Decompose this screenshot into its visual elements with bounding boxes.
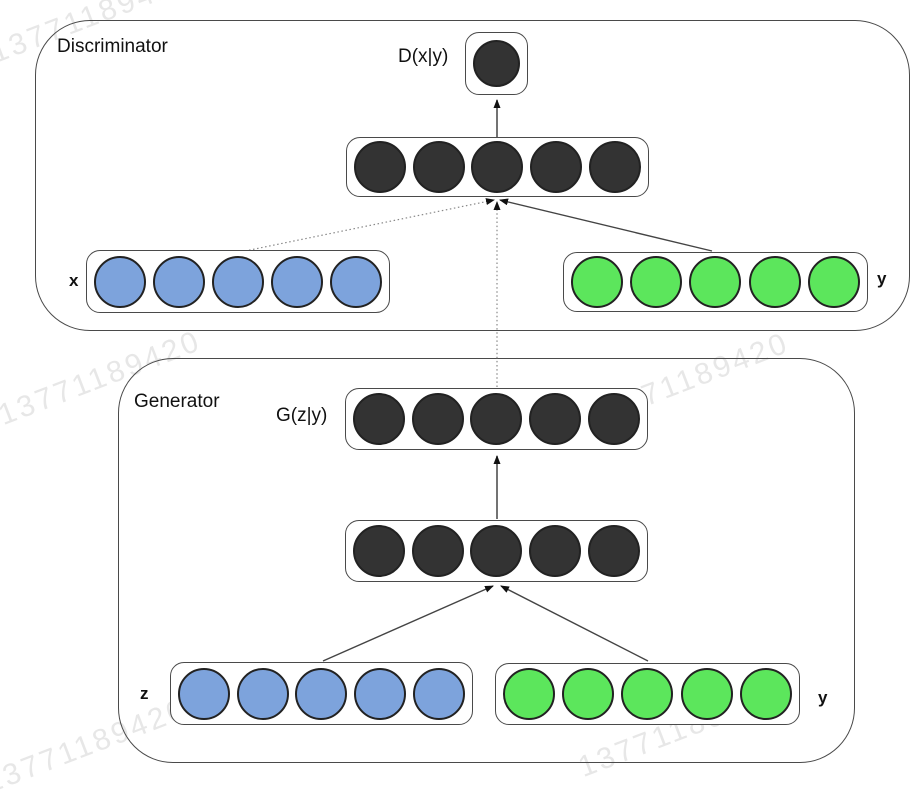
blue-neuron-node bbox=[236, 667, 289, 720]
blue-neuron-node bbox=[295, 667, 348, 720]
discriminator-input-x-layer bbox=[86, 250, 390, 313]
dark-neuron-node bbox=[530, 141, 583, 193]
green-neuron-node bbox=[571, 256, 624, 308]
generator-box bbox=[118, 358, 855, 763]
dark-neuron-node bbox=[411, 525, 464, 577]
dark-neuron-node bbox=[352, 393, 405, 445]
blue-neuron-node bbox=[177, 667, 230, 720]
blue-neuron-node bbox=[413, 667, 466, 720]
green-neuron-node bbox=[630, 256, 683, 308]
blue-neuron-node bbox=[212, 255, 264, 308]
dark-neuron-node bbox=[352, 525, 405, 577]
dark-neuron-node bbox=[529, 393, 582, 445]
discriminator-title: Discriminator bbox=[57, 36, 168, 57]
discriminator-output-node-box bbox=[465, 32, 528, 95]
blue-neuron-node bbox=[271, 255, 323, 308]
blue-neuron-node bbox=[354, 667, 407, 720]
dark-neuron-node bbox=[589, 141, 642, 193]
dark-neuron-node bbox=[411, 393, 464, 445]
blue-neuron-node bbox=[330, 255, 382, 308]
green-neuron-node bbox=[689, 256, 742, 308]
green-neuron-node bbox=[562, 668, 615, 720]
green-neuron-node bbox=[739, 668, 792, 720]
generator-input-y-layer bbox=[495, 663, 800, 725]
green-neuron-node bbox=[621, 668, 674, 720]
blue-neuron-node bbox=[94, 255, 146, 308]
green-neuron-node bbox=[503, 668, 556, 720]
dark-neuron-node bbox=[471, 141, 524, 193]
generator-output-label: G(z|y) bbox=[276, 405, 328, 426]
green-neuron-node bbox=[807, 256, 860, 308]
generator-title: Generator bbox=[134, 391, 220, 412]
input-x-label: x bbox=[69, 271, 79, 290]
input-z-label: z bbox=[140, 684, 149, 703]
discriminator-input-y-layer bbox=[563, 252, 868, 312]
dark-neuron-node bbox=[412, 141, 465, 193]
blue-neuron-node bbox=[153, 255, 205, 308]
generator-hidden-layer bbox=[345, 520, 648, 582]
discriminator-output-label: D(x|y) bbox=[398, 46, 449, 67]
generator-output-layer bbox=[345, 388, 648, 450]
green-neuron-node bbox=[680, 668, 733, 720]
dark-neuron-node bbox=[588, 393, 641, 445]
generator-input-z-layer bbox=[170, 662, 473, 725]
discriminator-hidden-layer bbox=[346, 137, 649, 197]
discriminator-box bbox=[35, 20, 910, 331]
dark-neuron-node bbox=[529, 525, 582, 577]
green-neuron-node bbox=[748, 256, 801, 308]
discriminator-input-y-label: y bbox=[877, 269, 887, 288]
dark-neuron-node bbox=[470, 525, 523, 577]
dark-neuron-node bbox=[473, 40, 520, 87]
generator-input-y-label: y bbox=[818, 688, 828, 707]
dark-neuron-node bbox=[470, 393, 523, 445]
dark-neuron-node bbox=[353, 141, 406, 193]
dark-neuron-node bbox=[588, 525, 641, 577]
